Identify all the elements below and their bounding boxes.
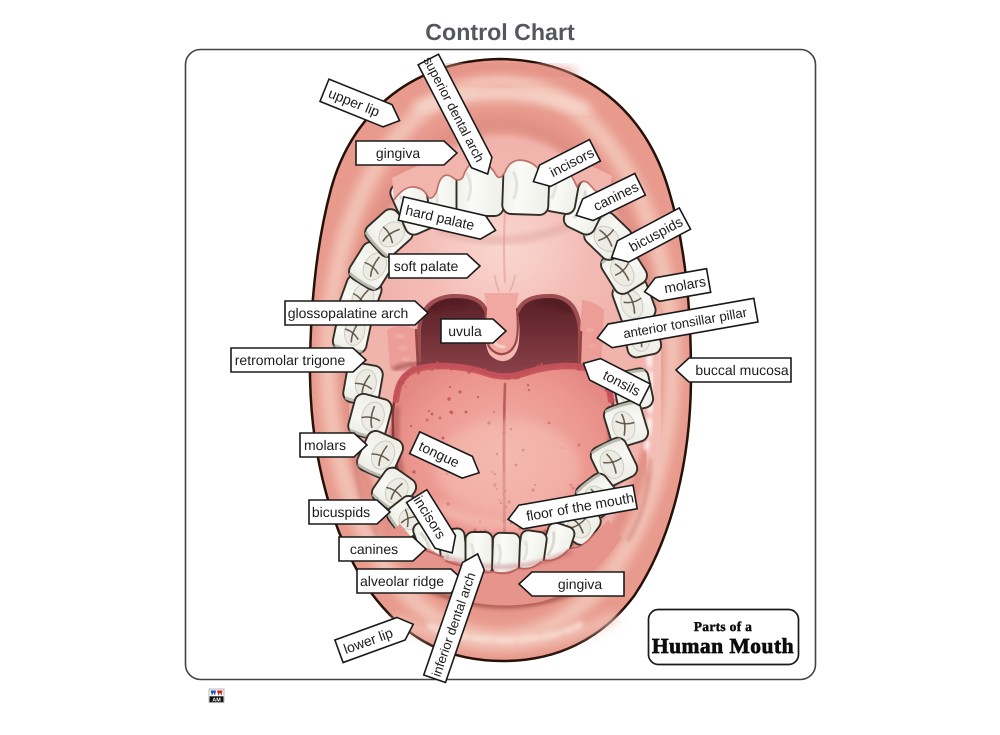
svg-text:Human Mouth: Human Mouth: [652, 634, 794, 658]
svg-text:buccal mucosa: buccal mucosa: [695, 362, 789, 378]
svg-text:uvula: uvula: [448, 323, 482, 339]
svg-text:molars: molars: [663, 273, 707, 296]
svg-text:glossopalatine arch: glossopalatine arch: [288, 305, 409, 321]
svg-text:gingiva: gingiva: [558, 576, 603, 592]
svg-text:gingiva: gingiva: [376, 145, 421, 161]
svg-text:Control Chart: Control Chart: [425, 19, 575, 45]
svg-text:Parts of a: Parts of a: [694, 619, 752, 634]
svg-text:molars: molars: [304, 437, 346, 453]
svg-text:bicuspids: bicuspids: [312, 504, 370, 520]
svg-text:canines: canines: [350, 541, 398, 557]
svg-text:soft palate: soft palate: [394, 258, 459, 274]
svg-text:alveolar ridge: alveolar ridge: [360, 573, 444, 589]
svg-text:AM: AM: [212, 697, 221, 703]
svg-text:retromolar trigone: retromolar trigone: [235, 352, 346, 368]
